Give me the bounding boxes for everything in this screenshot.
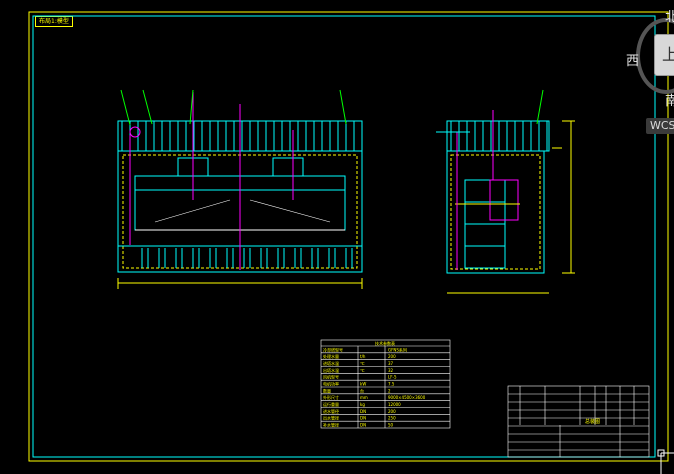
spec-table-cell: kW bbox=[360, 382, 366, 387]
spec-table-cell: 补水管径 bbox=[323, 422, 339, 428]
side-view bbox=[436, 89, 575, 294]
spec-table-cell: 出水管径 bbox=[323, 415, 339, 421]
spec-table-cell: 运行重量 bbox=[323, 401, 339, 407]
sheet-outer-frame bbox=[28, 11, 669, 462]
viewcube-top-face[interactable]: 上 bbox=[654, 34, 674, 76]
spec-table-cell: 32 bbox=[388, 368, 394, 373]
spec-table-cell: 12000 bbox=[388, 402, 401, 407]
cad-crosshair bbox=[657, 449, 674, 474]
spec-table-cell: ℃ bbox=[360, 368, 365, 373]
spec-table-cell: 进塔水温 bbox=[323, 360, 339, 366]
viewcube[interactable]: 北 西 南 上 bbox=[622, 4, 674, 124]
spec-table-cell: 处理水量 bbox=[323, 353, 339, 359]
spec-table-cell: DN bbox=[360, 416, 366, 421]
spec-table-cell: 数量 bbox=[323, 387, 331, 393]
spec-table-cell: t/h bbox=[360, 354, 366, 359]
fan-unit-right bbox=[272, 157, 304, 177]
spec-table-cell: 200 bbox=[388, 354, 396, 359]
spec-table-cell: 7.5 bbox=[388, 382, 395, 387]
front-view bbox=[117, 89, 363, 289]
viewcube-north-label[interactable]: 北 bbox=[665, 10, 674, 25]
spec-table-cell: 外形尺寸 bbox=[323, 394, 339, 400]
front-roof-louvers bbox=[121, 121, 355, 151]
spec-table-cell: LF-5 bbox=[388, 375, 397, 380]
spec-table-cell: 冷却塔型号 bbox=[323, 346, 343, 352]
side-casing bbox=[446, 150, 545, 274]
viewcube-south-label[interactable]: 南 bbox=[665, 94, 674, 109]
spec-table-cell: kg bbox=[360, 402, 365, 407]
spec-table-cell: 进水管径 bbox=[323, 408, 339, 414]
spec-table-title: 技术参数表 bbox=[375, 340, 395, 346]
spec-table-cell: 出塔水温 bbox=[323, 367, 339, 373]
viewcube-west-label[interactable]: 西 bbox=[626, 54, 640, 69]
spec-table-cell: mm bbox=[360, 395, 368, 400]
spec-table-cell: 250 bbox=[388, 416, 396, 421]
spec-table-cell: 50 bbox=[388, 423, 394, 428]
spec-table-cell: GFNS系列 bbox=[388, 346, 407, 352]
sheet-inner-frame bbox=[32, 15, 656, 458]
spec-table-cell: 37 bbox=[388, 361, 394, 366]
spec-table-cell: 台 bbox=[360, 387, 364, 393]
spec-table-cell: 200 bbox=[388, 409, 396, 414]
spec-table-cell: ℃ bbox=[360, 361, 365, 366]
spec-table-cell: 2 bbox=[388, 388, 391, 393]
spec-table-cell: 9000×4500×3600 bbox=[388, 395, 426, 400]
side-roof-louvers bbox=[450, 121, 548, 151]
spec-table-grid bbox=[320, 339, 451, 429]
title-block bbox=[507, 385, 650, 458]
wcs-menu-button[interactable]: WCS bbox=[646, 118, 674, 134]
spec-table-cell: 电机功率 bbox=[323, 381, 339, 387]
title-block-drawing-name: 总装图 bbox=[585, 418, 600, 425]
spec-table-cell: DN bbox=[360, 423, 366, 428]
front-basin-legs bbox=[141, 248, 353, 268]
spec-table-cell: DN bbox=[360, 409, 366, 414]
spec-table-cell: 风机型号 bbox=[323, 374, 339, 380]
